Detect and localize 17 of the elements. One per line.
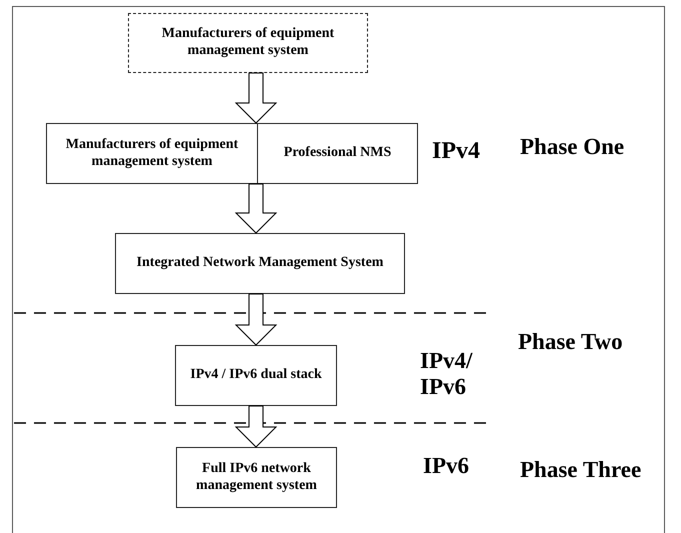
phase-label: Phase Two (518, 329, 624, 356)
box-cell: Professional NMS (257, 124, 417, 183)
split-box (46, 123, 418, 184)
phase-label: IPv4 (432, 138, 481, 166)
block-arrow (234, 294, 278, 346)
block-arrow (234, 72, 278, 124)
phase-label: Phase Three (520, 457, 642, 484)
process-box: Manufacturers of equipment management system (128, 13, 368, 73)
process-box: IPv4 / IPv6 dual stack (175, 345, 337, 406)
process-box: Integrated Network Management System (115, 233, 405, 294)
block-arrow (234, 184, 278, 234)
block-arrow (234, 406, 278, 448)
phase-label: Phase One (520, 134, 626, 160)
phase-label: IPv4/ IPv6 (420, 348, 474, 401)
box-cell: Manufacturers of equipment management system (47, 124, 257, 183)
process-box: Full IPv6 network management system (176, 447, 337, 508)
phase-label: IPv6 (423, 453, 470, 480)
